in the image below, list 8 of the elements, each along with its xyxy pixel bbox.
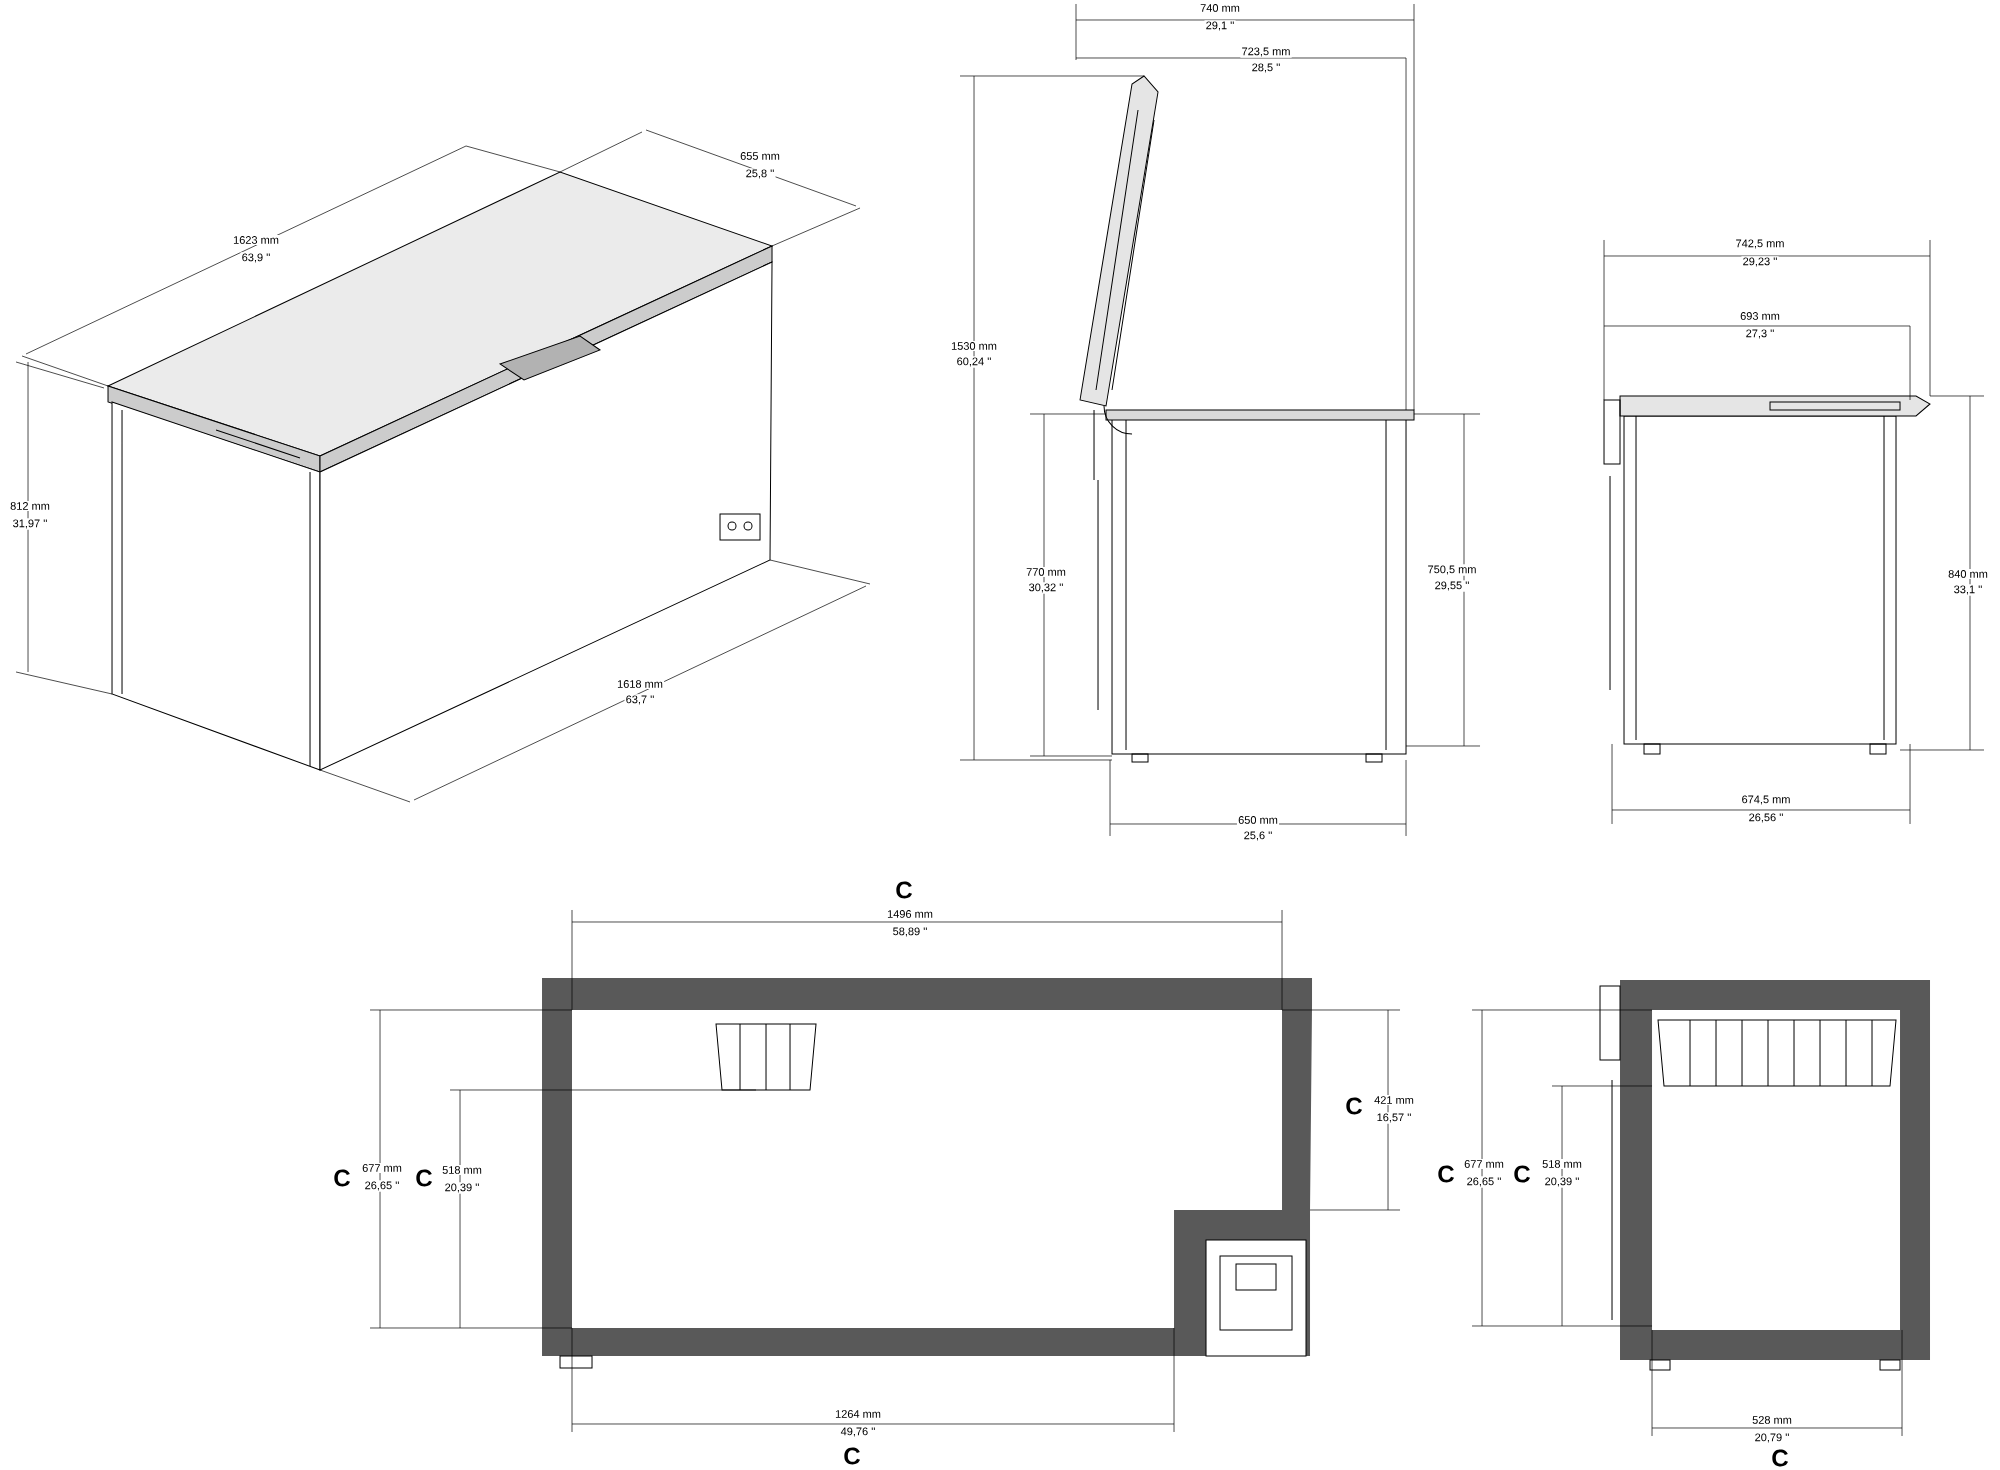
section-mark: C — [1436, 1164, 1456, 1184]
section-mark: C — [842, 1446, 862, 1466]
section-mark: C — [414, 1168, 434, 1188]
section-mark: C — [332, 1168, 352, 1188]
section-mark: C — [1512, 1164, 1532, 1184]
section-mark: C — [894, 880, 914, 900]
section-mark: C — [1344, 1096, 1364, 1116]
section-mark: C — [1770, 1448, 1790, 1468]
